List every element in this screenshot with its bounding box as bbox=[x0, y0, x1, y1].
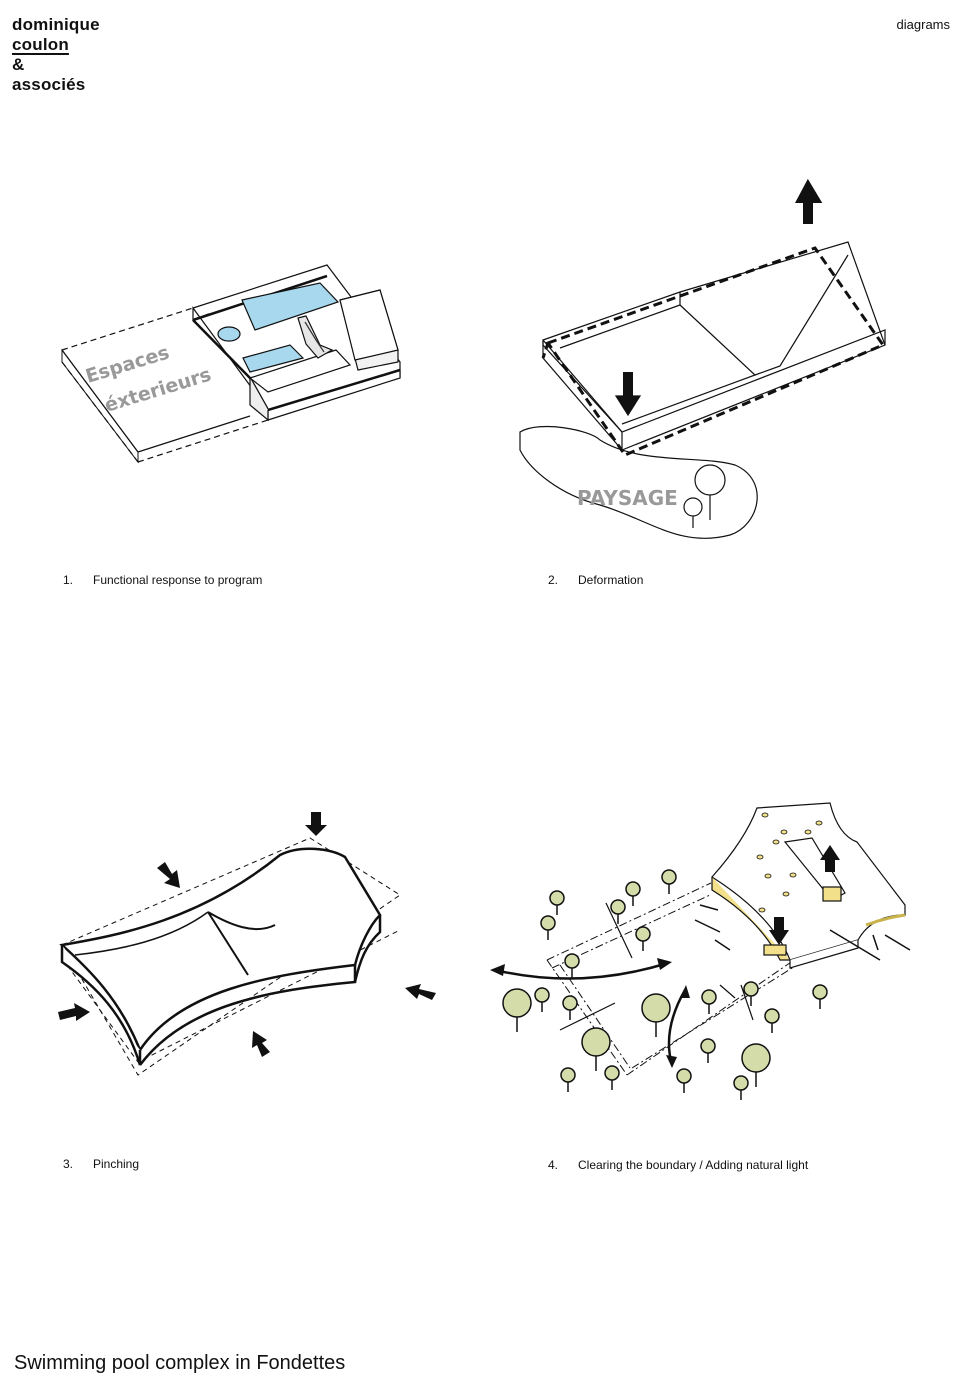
tree-icon bbox=[733, 1075, 749, 1091]
tree-icon bbox=[610, 899, 626, 915]
logo-line: coulon bbox=[12, 35, 69, 54]
logo[interactable]: dominique coulon & associés bbox=[12, 15, 100, 95]
caption-number: 2. bbox=[548, 573, 559, 587]
caption-text: Functional response to program bbox=[93, 573, 263, 587]
tree-icon bbox=[701, 989, 717, 1005]
diagram-4-clearing bbox=[490, 802, 911, 1100]
caption-number: 3. bbox=[63, 1157, 74, 1171]
caption-text: Pinching bbox=[93, 1157, 140, 1171]
logo-line: dominique bbox=[12, 15, 100, 34]
project-title: Swimming pool complex in Fondettes bbox=[14, 1352, 346, 1374]
logo-line: associés bbox=[12, 75, 86, 94]
tree-icon bbox=[564, 953, 580, 969]
tree-icon bbox=[502, 988, 532, 1018]
tree-icon bbox=[604, 1065, 620, 1081]
tree-icon bbox=[741, 1043, 771, 1073]
tree-icon bbox=[641, 993, 671, 1023]
tree-icon bbox=[764, 1008, 780, 1024]
diagram-2-deformation: PAYSAGE bbox=[519, 178, 886, 539]
caption-number: 4. bbox=[548, 1158, 559, 1172]
tree-icon bbox=[562, 995, 578, 1011]
diagram-1-functional: Espaces éxterieurs bbox=[61, 264, 401, 464]
trees bbox=[502, 869, 828, 1100]
tree-icon bbox=[549, 890, 565, 906]
tree-icon bbox=[700, 1038, 716, 1054]
diagram-3-pinching bbox=[58, 812, 436, 1076]
caption-text: Clearing the boundary / Adding natural l… bbox=[578, 1158, 809, 1172]
tree-icon bbox=[560, 1067, 576, 1083]
logo-line: & bbox=[12, 55, 25, 74]
caption-text: Deformation bbox=[578, 573, 644, 587]
tree-icon bbox=[581, 1027, 611, 1057]
tree-icon bbox=[540, 915, 556, 931]
tree-icon bbox=[635, 926, 651, 942]
tree-icon bbox=[812, 984, 828, 1000]
section-title: diagrams bbox=[896, 17, 950, 32]
tree-icon bbox=[534, 987, 550, 1003]
tree-icon bbox=[676, 1068, 692, 1084]
caption-number: 1. bbox=[63, 573, 74, 587]
tree-icon bbox=[625, 881, 641, 897]
tree-icon bbox=[743, 981, 759, 997]
tree-icon bbox=[661, 869, 677, 885]
label-paysage: PAYSAGE bbox=[577, 486, 678, 510]
